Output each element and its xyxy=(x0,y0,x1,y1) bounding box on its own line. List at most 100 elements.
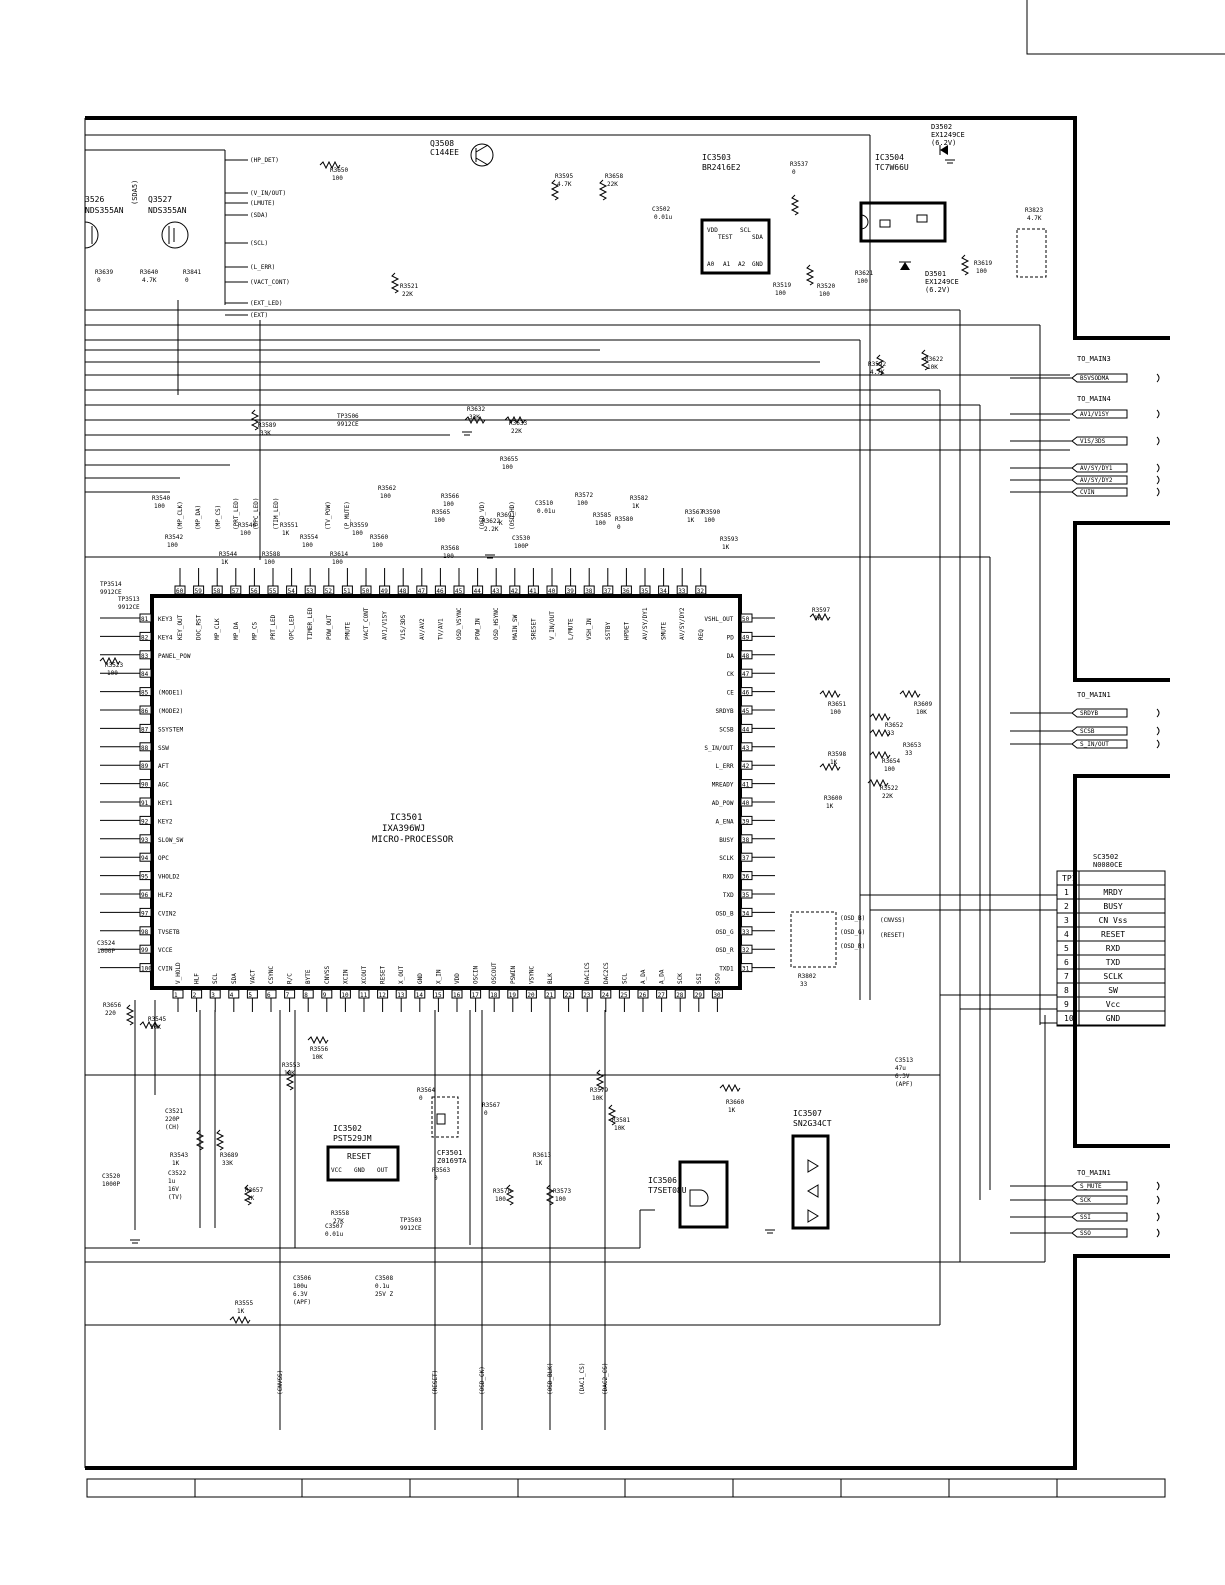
part-ref-r3656: R3656 xyxy=(103,1002,121,1009)
pin-label-agc: AGC xyxy=(158,782,169,789)
pin-box xyxy=(565,585,577,595)
pin-num-94: 94 xyxy=(141,855,149,862)
pin-label-dac1cs: DAC1CS xyxy=(584,962,591,984)
part-val-r3544: 1K xyxy=(221,559,229,566)
part-ref-r3657: R3657 xyxy=(245,1187,263,1194)
part-val-r3588: 100 xyxy=(264,559,275,566)
pin-box xyxy=(451,989,463,999)
resistor-symbol xyxy=(125,1004,135,1026)
pin-num-46: 46 xyxy=(436,588,444,595)
pin-num-97: 97 xyxy=(141,910,149,917)
resistor-symbol xyxy=(250,409,260,431)
pin-label-l-err: L_ERR xyxy=(716,763,734,770)
pin-label-key3: KEY3 xyxy=(158,616,173,623)
tp-tp3506-part: 9912CE xyxy=(337,421,359,428)
connector-flag xyxy=(1071,487,1128,497)
part-val-r3622b: 2.2K xyxy=(484,526,499,533)
pin-num-2: 2 xyxy=(193,992,197,999)
pin-box xyxy=(434,585,446,595)
cap-c3508-0: C3508 xyxy=(375,1275,393,1282)
sc3502-signal-reset: RESET xyxy=(1101,930,1125,939)
resistor-symbol xyxy=(869,728,891,738)
q3526-transistor: 3526 NDS355AN xyxy=(84,195,124,249)
pin-num-29: 29 xyxy=(695,992,703,999)
part-val-r3660: 1K xyxy=(728,1107,736,1114)
r3823-array xyxy=(1016,228,1047,278)
part-val-r3657: 1K xyxy=(247,1195,255,1202)
pin-box xyxy=(139,631,152,641)
pin-num-49: 49 xyxy=(381,588,389,595)
resistor-symbol xyxy=(819,689,841,699)
pin-box xyxy=(740,631,753,641)
part-val-r3655: 100 xyxy=(502,464,513,471)
cap-c3522-1: 1u xyxy=(168,1178,176,1185)
bottom-signal-osd-blk: (OSD_BLK) xyxy=(547,1362,554,1395)
part-ref-r3559: R3559 xyxy=(350,522,368,529)
connector-flag xyxy=(1071,726,1128,736)
pin-box xyxy=(209,989,221,999)
cap-c3521-0: C3521 xyxy=(165,1108,183,1115)
part-val-r3619: 100 xyxy=(976,268,987,275)
part-ref-r3555: R3555 xyxy=(235,1300,253,1307)
part-val-r3823: 4.7K xyxy=(1027,215,1042,222)
part-ref-r3689: R3689 xyxy=(220,1152,238,1159)
d3501-ref: D3501 xyxy=(925,270,946,278)
pin-box xyxy=(228,989,240,999)
pin-num-43: 43 xyxy=(492,588,500,595)
pin-num-47: 47 xyxy=(418,588,426,595)
pin-box xyxy=(358,989,370,999)
resistor-symbol xyxy=(464,415,486,425)
part-val-c3530: 100P xyxy=(514,543,529,550)
signal-opc-led: (OPC_LED) xyxy=(253,497,260,530)
pin-num-32: 32 xyxy=(697,588,705,595)
part-val-r3521: 22K xyxy=(402,291,413,298)
resistor-symbol xyxy=(229,1315,251,1325)
pin-box xyxy=(304,585,316,595)
part-val-r3621: 100 xyxy=(857,278,868,285)
sc3502-pin-5: 5 xyxy=(1064,944,1069,953)
pin-label-rxd: RXD xyxy=(723,874,734,881)
pin-box xyxy=(321,989,333,999)
part-ref-r3543: R3543 xyxy=(170,1152,188,1159)
pin-label-sclk: SCLK xyxy=(719,855,734,862)
bottom-signal-labels: (CNVSS)(RESET)(OSD_CK)(OSD_BLK)(DAC1_CS)… xyxy=(277,1362,609,1395)
pin-num-49: 49 xyxy=(742,634,750,641)
signal-vact-cont: (VACT_CONT) xyxy=(250,279,290,286)
q3508-part: C144EE xyxy=(430,148,459,157)
cap-c3513-3: (APF) xyxy=(895,1081,913,1088)
pin-num-9: 9 xyxy=(323,992,327,999)
pin-box xyxy=(546,585,558,595)
pin-num-46: 46 xyxy=(742,690,750,697)
signal-mp-clk: (MP_CLK) xyxy=(177,501,184,530)
top-signal-labels: (HP_DET)(V_IN/OUT)(LMUTE)(SDA)(SCL)(L_ER… xyxy=(177,157,516,530)
signal-ext-led: (EXT_LED) xyxy=(250,300,283,307)
pin-num-25: 25 xyxy=(620,992,628,999)
pin-box xyxy=(139,742,152,752)
osd-osd-r: (OSD_R) xyxy=(840,943,865,950)
part-ref-r3565: R3565 xyxy=(432,509,450,516)
connector-arrow xyxy=(1156,1181,1160,1191)
cap-c3520-0: C3520 xyxy=(102,1173,120,1180)
resistor-symbol xyxy=(960,254,970,276)
signal-prt-led: (PRT_LED) xyxy=(233,497,240,530)
connector-flag xyxy=(1071,1195,1128,1205)
ic3507-buffer: IC3507 SN2G34CT xyxy=(791,1109,832,1230)
pin-num-50: 50 xyxy=(742,616,750,623)
part-val-r3609: 10K xyxy=(916,709,927,716)
pin-box xyxy=(265,989,277,999)
pin-box xyxy=(740,797,753,807)
pin-label-key2: KEY2 xyxy=(158,818,173,825)
pin-num-34: 34 xyxy=(742,910,750,917)
pin-box xyxy=(414,989,426,999)
pin-box xyxy=(284,989,296,999)
connector-arrow xyxy=(1156,1195,1160,1205)
resistor-symbol xyxy=(869,712,891,722)
part-ref-r3593: R3593 xyxy=(720,536,738,543)
pin-num-35: 35 xyxy=(742,892,750,899)
part-ref-r3691: R3691 xyxy=(497,512,515,519)
pin-label-cvin2: CVIN2 xyxy=(158,910,176,917)
pin-box xyxy=(658,585,670,595)
pin-box xyxy=(600,989,612,999)
q3527-ref: Q3527 xyxy=(148,195,172,204)
